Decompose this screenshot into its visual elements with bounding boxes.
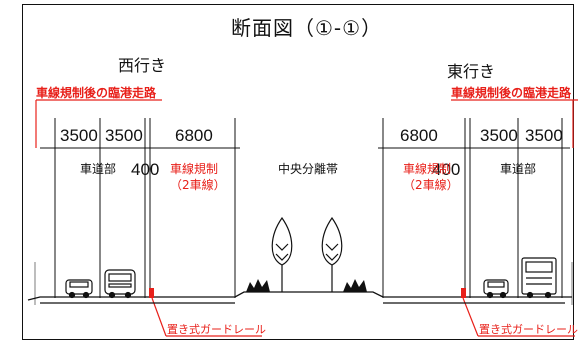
direction-west-label: 西行き [118,56,167,75]
dim-west-lane2: 3500 [105,126,143,145]
east-regulation-label: 車線規制 [403,162,452,176]
tree-icon-right [321,216,343,292]
dim-east-lane2: 3500 [525,126,563,145]
east-regulation-sublabel: （2車線） [403,178,459,192]
page-title: 断面図（①-①） [231,16,383,40]
west-regulation-label: 車線規制 [170,162,219,176]
shrub-icon-right [343,279,367,292]
suv-icon-west [104,269,136,299]
west-regulation-sublabel: （2車線） [170,178,226,192]
truck-icon-east [521,257,557,299]
dim-east-regulation: 6800 [400,126,438,145]
zone-median: 中央分離帯 [278,162,339,176]
west-guardrail-label: 置き式ガードレール [167,323,266,336]
east-guardrail-label: 置き式ガードレール [479,323,578,336]
car-icon-east [483,279,509,299]
guardrail-west [149,288,154,298]
guardrail-east [461,288,466,298]
red-leader-guardrail-west [151,297,167,337]
drawing-frame [22,4,574,340]
tree-icon-left [271,216,293,292]
east-route-label: 車線規制後の臨港走路 [451,86,572,100]
zone-east-carriageway: 車道部 [500,162,537,176]
road-surface [27,291,572,301]
dim-west-regulation: 6800 [175,126,213,145]
shrub-icon-left [246,279,270,292]
car-icon-west [65,279,93,299]
dim-west-lane1: 3500 [60,126,98,145]
direction-east-label: 東行き [447,62,496,81]
red-leader-guardrail-east [462,297,479,337]
zone-west-carriageway: 車道部 [80,162,117,176]
dim-east-lane1: 3500 [480,126,518,145]
dim-east-shoulder: 400 [432,160,461,179]
dim-west-shoulder: 400 [131,160,160,179]
west-route-label: 車線規制後の臨港走路 [36,86,157,100]
